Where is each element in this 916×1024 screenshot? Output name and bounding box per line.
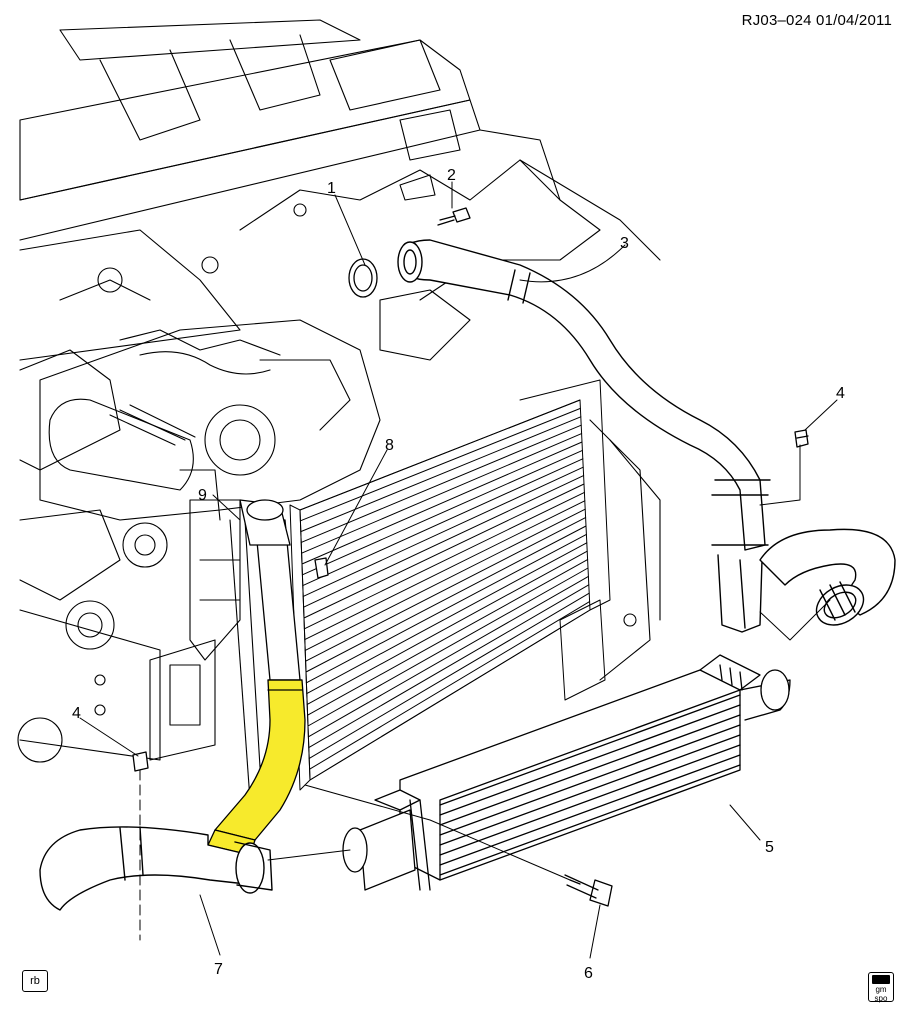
nut-4-left	[132, 751, 149, 772]
radiator-fin-line	[304, 508, 586, 651]
callout-9: 9	[198, 487, 207, 504]
callout-labels: 1 2 3 4 4 5 6 7 8 9	[72, 167, 845, 982]
radiator-support-right	[589, 419, 661, 681]
bolt-6	[564, 874, 613, 907]
logo-text: gm	[875, 985, 887, 994]
cooler-fin-line	[439, 754, 741, 866]
radiator-fin-line	[299, 399, 581, 511]
nut-4-right	[794, 429, 809, 448]
radiator-fin-line	[308, 584, 590, 749]
callout-4-right: 4	[836, 385, 845, 402]
radiator	[289, 379, 611, 791]
charge-air-cooler	[342, 654, 791, 891]
cooler-connector-hose-right	[759, 528, 896, 626]
cooler-fin-line	[439, 714, 741, 826]
callout-4-left: 4	[72, 705, 81, 722]
radiator-fin-line	[307, 567, 589, 727]
radiator-fin-line	[305, 525, 587, 673]
cooler-fin-line	[439, 724, 741, 836]
radiator-fin-line	[304, 500, 586, 641]
radiator-fin-line	[309, 601, 591, 770]
radiator-fin-line	[301, 433, 583, 554]
cooler-fin-line	[439, 704, 741, 816]
bolt-2	[437, 207, 471, 226]
callout-6: 6	[584, 965, 593, 982]
cooler-fin-line	[439, 764, 741, 876]
bolt-8	[314, 557, 329, 579]
radiator-fin-line	[306, 550, 588, 705]
logo-text: spo	[874, 994, 888, 1003]
engine-turbo-assembly	[17, 319, 381, 801]
radiator-fin-line	[301, 441, 583, 565]
radiator-fin-line	[303, 491, 585, 630]
callout-1: 1	[327, 180, 336, 197]
callout-3: 3	[620, 235, 629, 252]
radiator-fin-line	[302, 458, 584, 587]
radiator-fin-line	[309, 609, 591, 781]
engine-bay-structure	[19, 19, 661, 471]
cooler-fin-line	[439, 694, 741, 806]
radiator-fin-line	[301, 449, 583, 576]
charge-air-cooler-outlet-hose	[39, 826, 273, 911]
radiator-fin-line	[306, 542, 588, 695]
document-id-date: RJ03–024 01/04/2011	[741, 12, 892, 29]
radiator-fin-line	[305, 517, 587, 662]
radiator-fin-line	[303, 475, 585, 608]
cooler-fin-line	[439, 744, 741, 856]
cooler-fin-line	[439, 734, 741, 846]
radiator-fin-line	[308, 592, 590, 759]
radiator-fin-line	[299, 407, 581, 522]
callout-7: 7	[214, 961, 223, 978]
callout-2: 2	[447, 167, 456, 184]
seal-o-ring	[348, 258, 378, 298]
charge-air-cooler-inlet-hose	[397, 239, 771, 633]
radiator-fin-line	[307, 575, 589, 738]
callout-5: 5	[765, 839, 774, 856]
callout-8: 8	[385, 437, 394, 454]
charge-air-cooler-outlet-pipe-highlighted	[207, 499, 306, 856]
radiator-fin-line	[302, 466, 584, 597]
radiator-fin-line	[303, 483, 585, 619]
radiator-fin-line	[300, 424, 582, 543]
radiator-fin-line	[307, 559, 589, 716]
callout-leaders	[79, 181, 838, 959]
radiator-fin-line	[300, 416, 582, 533]
orientation-box: rb	[22, 970, 48, 992]
radiator-fin-line	[305, 533, 587, 684]
